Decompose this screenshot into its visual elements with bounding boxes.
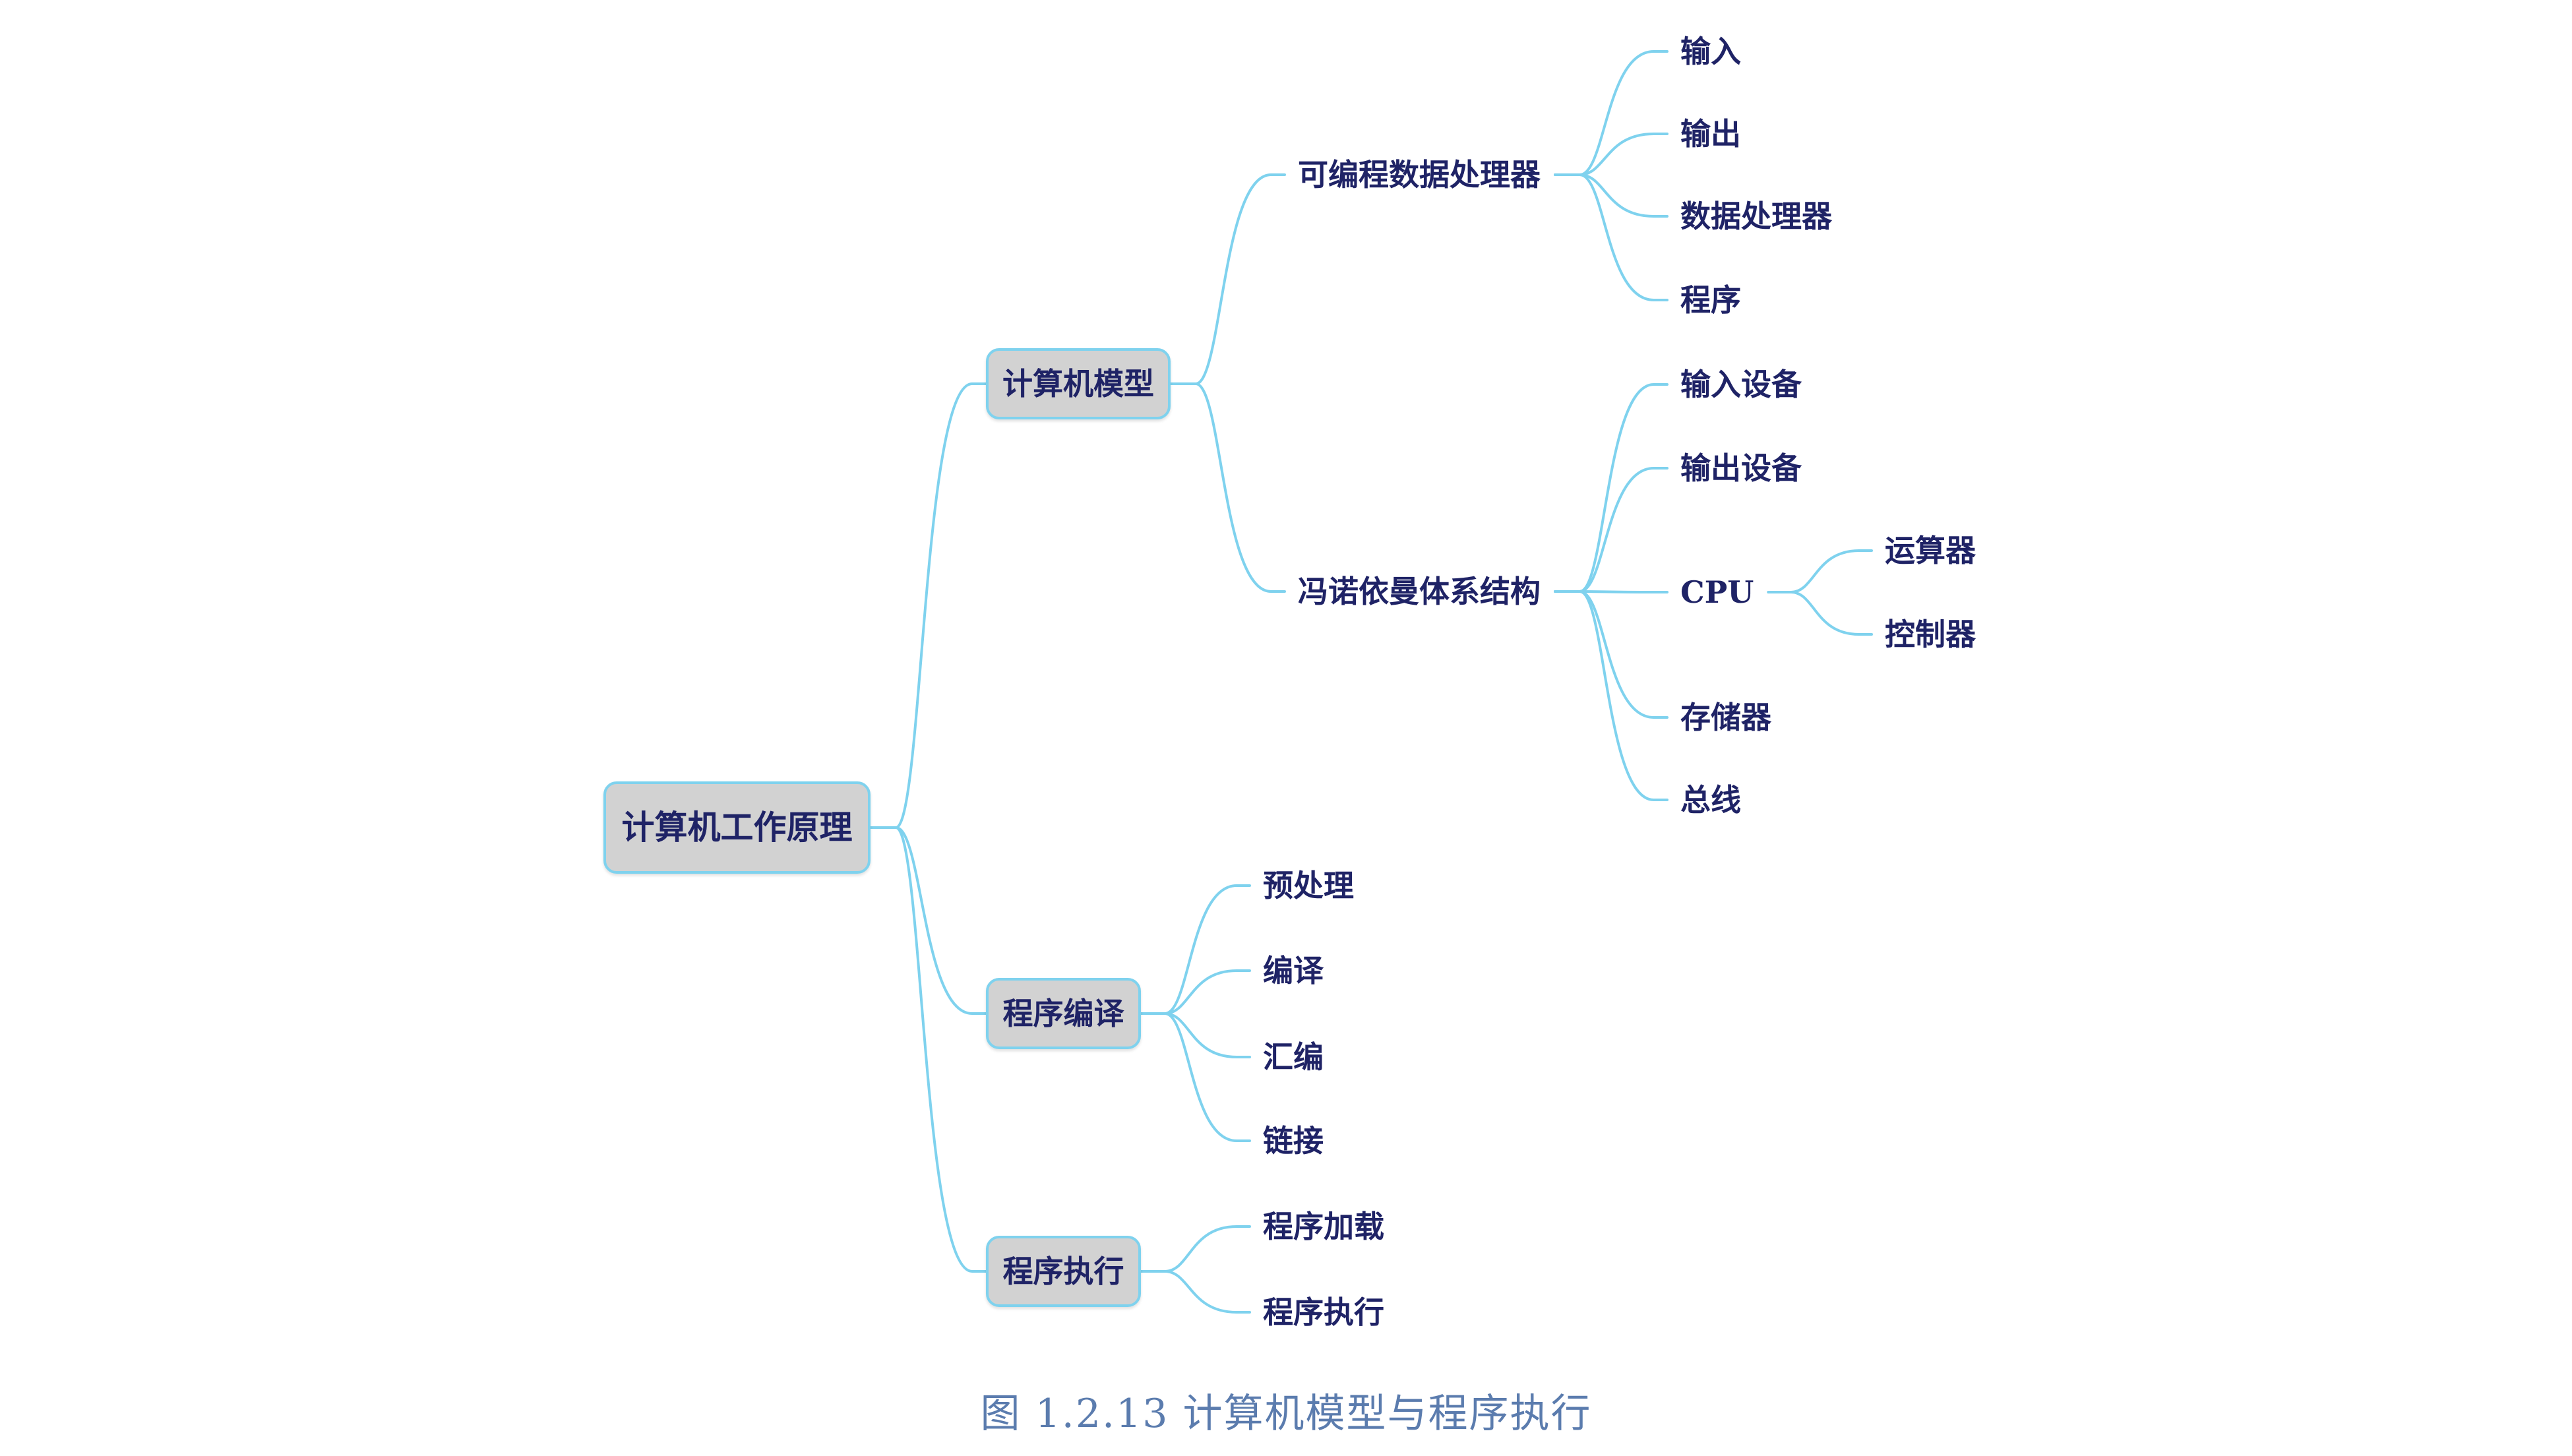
figure-caption: 图 1.2.13 计算机模型与程序执行 xyxy=(980,1391,1592,1437)
leaf-program-run: 程序执行 xyxy=(1263,1294,1384,1330)
leaf-output-device: 输出设备 xyxy=(1680,450,1802,486)
connector-n-0-1-2-to-n-0-1-2-0 xyxy=(1767,549,1873,593)
node-cpu: CPU xyxy=(1680,574,1754,610)
leaf-assemble: 汇编 xyxy=(1263,1039,1324,1075)
node-computer-model: 计算机模型 xyxy=(986,348,1171,419)
leaf-link: 链接 xyxy=(1263,1123,1324,1159)
leaf-compile: 编译 xyxy=(1263,953,1324,988)
leaf-preprocess: 预处理 xyxy=(1263,868,1354,903)
connector-n-0-1-to-n-0-1-0 xyxy=(1554,383,1669,593)
leaf-data-processor: 数据处理器 xyxy=(1680,198,1832,234)
node-program-execution: 程序执行 xyxy=(986,1236,1141,1307)
connector-n-root-to-n-0 xyxy=(869,382,987,829)
connector-n-2-to-n-2-1 xyxy=(1140,1270,1251,1314)
connector-n-0-0-to-n-0-0-0 xyxy=(1554,50,1669,176)
leaf-program: 程序 xyxy=(1680,282,1741,318)
connector-n-1-to-n-1-2 xyxy=(1140,1012,1251,1058)
connector-n-0-to-n-0-0 xyxy=(1169,173,1286,385)
leaf-program-load: 程序加载 xyxy=(1263,1209,1384,1244)
node-von-neumann: 冯诺依曼体系结构 xyxy=(1298,574,1541,609)
connector-n-0-0-to-n-0-0-2 xyxy=(1554,173,1669,218)
leaf-output: 输出 xyxy=(1680,116,1741,152)
leaf-memory: 存储器 xyxy=(1680,700,1771,735)
root-node: 计算机工作原理 xyxy=(603,781,871,874)
connector-n-0-1-to-n-0-1-1 xyxy=(1554,467,1669,593)
connector-n-0-1-to-n-0-1-4 xyxy=(1554,590,1669,801)
connector-n-root-to-n-2 xyxy=(869,826,987,1273)
connector-n-0-1-2-to-n-0-1-2-1 xyxy=(1767,591,1873,636)
connector-n-2-to-n-2-0 xyxy=(1140,1225,1251,1273)
leaf-controller: 控制器 xyxy=(1885,617,1976,652)
connector-n-1-to-n-1-1 xyxy=(1140,969,1251,1015)
connector-n-0-0-to-n-0-0-3 xyxy=(1554,173,1669,301)
node-programmable-data-processor: 可编程数据处理器 xyxy=(1298,157,1541,193)
leaf-input-device: 输入设备 xyxy=(1680,367,1802,402)
leaf-bus: 总线 xyxy=(1680,782,1741,818)
connector-n-0-0-to-n-0-0-1 xyxy=(1554,133,1669,176)
connector-n-0-to-n-0-1 xyxy=(1169,382,1286,593)
connector-n-1-to-n-1-0 xyxy=(1140,884,1251,1015)
connector-n-0-1-to-n-0-1-3 xyxy=(1554,590,1669,719)
leaf-input: 输入 xyxy=(1680,34,1741,69)
node-program-compile: 程序编译 xyxy=(986,978,1141,1049)
connector-n-root-to-n-1 xyxy=(869,826,987,1015)
connector-n-1-to-n-1-3 xyxy=(1140,1012,1251,1142)
leaf-alu: 运算器 xyxy=(1885,533,1976,568)
